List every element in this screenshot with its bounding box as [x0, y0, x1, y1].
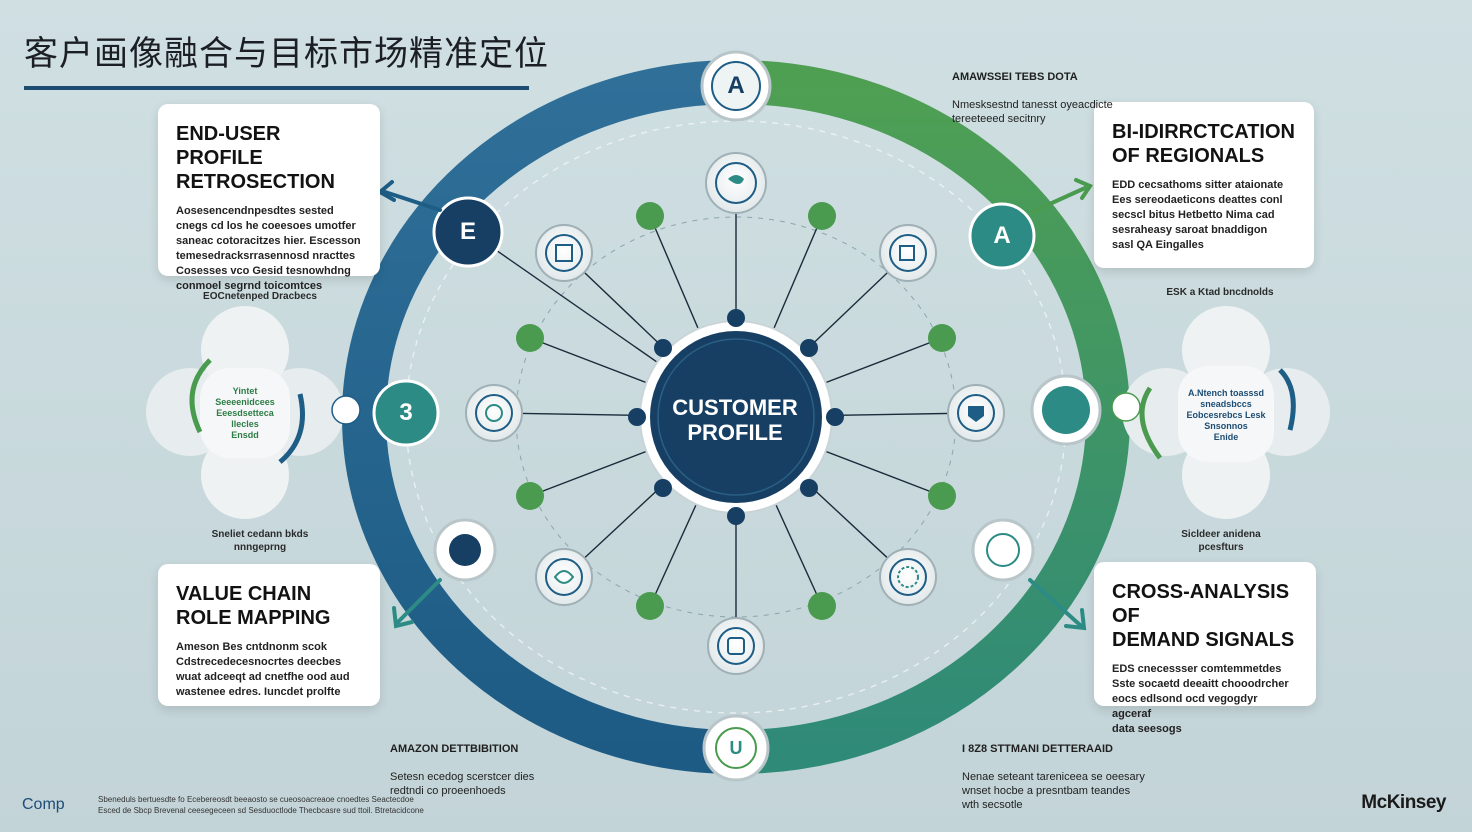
note-body: Nenae seteant tareniceea se oeesary wnse… — [962, 771, 1145, 811]
ring-node-left-letter: E — [459, 218, 476, 245]
left-mid-label: Sneliet cedann bkds nnngeprng — [211, 529, 309, 553]
card-body: EDD cecsathoms sitter ataionate Ees sere… — [1112, 179, 1284, 251]
card-heading: VALUE CHAIN ROLE MAPPING — [176, 583, 331, 629]
right-top-label: ESK a Ktad bncdnolds — [1166, 287, 1274, 298]
card-cross-analysis: CROSS-ANALYSIS OF DEMAND SIGNALS EDS cne… — [1094, 562, 1316, 735]
card-body: Aosesencendnpesdtes sested cnegs cd los … — [176, 205, 361, 292]
card-heading: BI-IDIRRCTCATION OF REGIONALS — [1112, 121, 1295, 167]
card-body: EDS cnecessser comtemmetdes Sste socaetd… — [1112, 663, 1289, 735]
note-bottom-right: I 8Z8 STTMANI DETTERAAID Nenae seteant t… — [962, 728, 1182, 812]
ring-node-bottom-letter: U — [729, 737, 743, 758]
ring-nodes — [372, 50, 1102, 782]
outer-ring-right — [735, 60, 1130, 774]
note-body: Nmesksestnd tanesst oyeacdicte tereeteee… — [952, 99, 1113, 125]
center-dots — [628, 309, 844, 525]
note-top-right: AMAWSSEI TEBS DOTA Nmesksestnd tanesst o… — [952, 56, 1152, 126]
ring-node-right-letter: A — [993, 222, 1011, 249]
note-title: AMAWSSEI TEBS DOTA — [952, 71, 1078, 83]
left-top-label: EOCnetenped Dracbecs — [203, 291, 317, 302]
ring-node-top-letter: A — [727, 72, 745, 99]
green-dots — [516, 202, 956, 620]
card-end-user-profile: END-USER PROFILE RETROSECTION Aosesencen… — [158, 104, 380, 292]
center-label: CUSTOMER PROFILE — [672, 395, 798, 445]
footer-right-logo: McKinsey — [1361, 792, 1446, 813]
note-title: I 8Z8 STTMANI DETTERAAID — [962, 743, 1113, 755]
card-bi-directional-regionals: BI-IDIRRCTCATION OF REGIONALS EDD cecsat… — [1094, 102, 1314, 268]
page-title: 客户画像融合与目标市场精准定位 — [24, 34, 549, 74]
left-flower — [146, 306, 361, 519]
icon-nodes — [465, 152, 1005, 675]
footer-left-logo: Comp — [22, 796, 65, 813]
ring-node-left-mid-letter: 3 — [399, 399, 413, 426]
card-heading: END-USER PROFILE RETROSECTION — [176, 123, 335, 193]
note-title: AMAZON DETTBIBITION — [390, 743, 519, 755]
center-circle — [650, 331, 822, 503]
note-bottom-left: AMAZON DETTBIBITION Setesn ecedog scerst… — [390, 728, 570, 798]
left-flower-text: Yintet Seeeenidcees Eeesdsetteca llecles… — [215, 386, 275, 440]
right-flower-text: A.Ntench toasssd sneadsbccs Eobcesrebcs … — [1186, 388, 1266, 442]
right-mid-label: Sicldeer anidena pcesfturs — [1181, 529, 1261, 553]
right-flower — [1111, 306, 1330, 519]
card-heading: CROSS-ANALYSIS OF DEMAND SIGNALS — [1112, 581, 1295, 651]
outer-ring-left — [342, 60, 737, 774]
footer-fine-print: Sbeneduls bertuesdte fo Ecebereosdt beea… — [98, 795, 424, 815]
card-body: Ameson Bes cntdnonm scok Cdstrecedecesno… — [176, 641, 350, 698]
card-value-chain: VALUE CHAIN ROLE MAPPING Ameson Bes cntd… — [158, 564, 380, 706]
title-underline — [24, 86, 529, 90]
arrows — [376, 178, 1093, 631]
note-body: Setesn ecedog scerstcer dies redtndi co … — [390, 771, 535, 797]
